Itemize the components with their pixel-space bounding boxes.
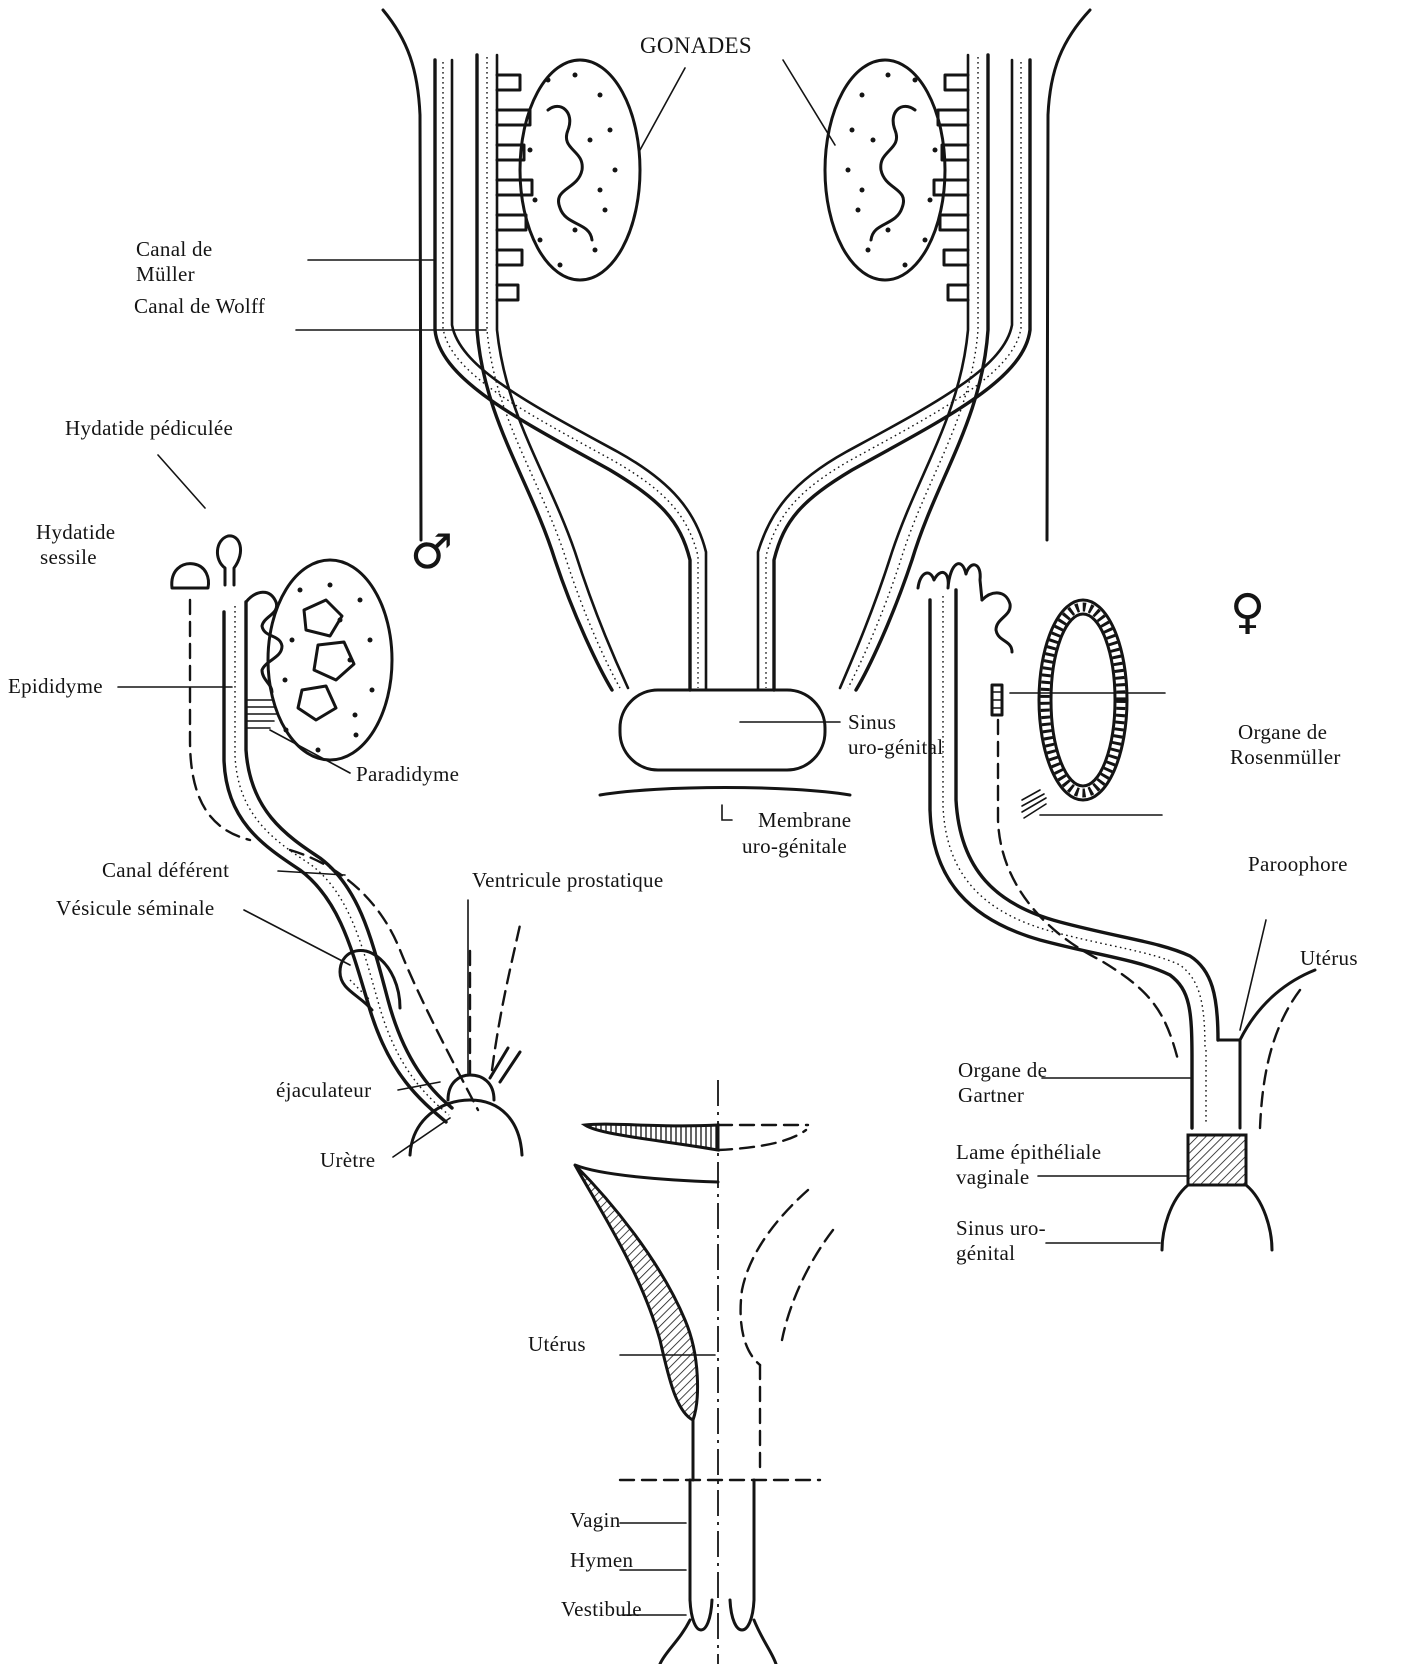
label-sinus-uro-genital-top-line2: uro-génital bbox=[848, 735, 943, 759]
muller-duct-left bbox=[435, 60, 690, 690]
label-vesicule-seminale: Vésicule séminale bbox=[56, 896, 214, 920]
muller-duct-left-lining bbox=[443, 62, 698, 688]
label-canal-deferent: Canal déférent bbox=[102, 858, 229, 882]
label-hymen: Hymen bbox=[570, 1548, 633, 1572]
testis bbox=[268, 560, 392, 760]
label-paradidyme: Paradidyme bbox=[356, 762, 459, 786]
wolff-duct-right-lining bbox=[848, 57, 978, 688]
label-vestibule: Vestibule bbox=[561, 1597, 642, 1621]
uterine-tube-outer bbox=[930, 600, 1192, 1128]
label-paroophore: Paroophore bbox=[1248, 852, 1348, 876]
mesonephric-tubules-right bbox=[934, 75, 968, 300]
paradidymis-hatch bbox=[246, 700, 276, 728]
indifferent-stage bbox=[296, 10, 1090, 820]
vaginal-plate bbox=[1188, 1135, 1246, 1185]
label-hydatide-sessile-line2: sessile bbox=[40, 545, 97, 569]
urethra-shape bbox=[410, 1100, 522, 1155]
urogenital-membrane bbox=[600, 788, 850, 796]
label-membrane-line2: uro-génitale bbox=[742, 834, 847, 858]
label-epididyme: Epididyme bbox=[8, 674, 103, 698]
label-organe-rosenmuller-line2: Rosenmüller bbox=[1230, 745, 1341, 769]
upper-wedge bbox=[585, 1124, 718, 1150]
urogenital-sinus-female bbox=[1162, 1185, 1188, 1250]
uterus-crescent bbox=[575, 1165, 698, 1420]
label-sinus-uro-genital-right-line1: Sinus uro- bbox=[956, 1216, 1046, 1240]
male-derivatives bbox=[118, 455, 522, 1157]
label-organe-gartner-line2: Gartner bbox=[958, 1083, 1024, 1107]
ovary bbox=[1039, 600, 1127, 800]
wolff-duct-left-inner bbox=[497, 55, 628, 688]
label-lame-epitheliale-line2: vaginale bbox=[956, 1165, 1030, 1189]
label-canal-muller-line2: Müller bbox=[136, 262, 195, 286]
label-uterus-right: Utérus bbox=[1300, 946, 1358, 970]
label-sinus-uro-genital-right-line2: génital bbox=[956, 1241, 1015, 1265]
label-hydatide-pediculee: Hydatide pédiculée bbox=[65, 416, 233, 440]
wolff-duct-left-lining bbox=[487, 57, 620, 688]
label-organe-gartner-line1: Organe de bbox=[958, 1058, 1047, 1082]
body-wall-right bbox=[1047, 10, 1090, 540]
vagina-section bbox=[575, 1080, 833, 1664]
label-uterus-bottom: Utérus bbox=[528, 1332, 586, 1356]
label-organe-rosenmuller-line1: Organe de bbox=[1238, 720, 1327, 744]
mesonephric-tubules-left bbox=[497, 75, 532, 300]
wolff-remnant-female bbox=[998, 720, 1178, 1060]
body-wall-left bbox=[383, 10, 421, 540]
urogenital-sinus bbox=[620, 690, 825, 770]
male-symbol: ♂ bbox=[410, 528, 453, 576]
paroophore-hatch bbox=[1022, 790, 1046, 818]
uterine-tube-lining bbox=[943, 596, 1205, 1050]
gonad-right bbox=[825, 60, 945, 280]
female-symbol: ♀ bbox=[1230, 588, 1265, 636]
gonad-left bbox=[520, 60, 640, 280]
label-ventricule-prostatique: Ventricule prostatique bbox=[472, 868, 663, 892]
label-uretre: Urètre bbox=[320, 1148, 375, 1172]
muller-duct-right bbox=[774, 60, 1030, 690]
hydatide-pediculee-shape bbox=[217, 536, 240, 585]
epididymis-outer bbox=[224, 612, 446, 1122]
label-sinus-uro-genital-top-line1: Sinus bbox=[848, 710, 896, 734]
label-hydatide-sessile-line1: Hydatide bbox=[36, 520, 115, 544]
label-canal-muller-line1: Canal de bbox=[136, 237, 212, 261]
hydatide-sessile-shape bbox=[172, 564, 209, 588]
label-vagin: Vagin bbox=[570, 1508, 621, 1532]
uterine-tube-fimbriae bbox=[918, 564, 982, 600]
seminal-vesicle bbox=[340, 950, 400, 1010]
label-membrane-line1: Membrane bbox=[758, 808, 851, 832]
wolff-duct-right-inner bbox=[840, 55, 968, 688]
label-canal-wolff: Canal de Wolff bbox=[134, 294, 265, 318]
label-ejaculateur: éjaculateur bbox=[276, 1078, 371, 1102]
appendix-dashed-male bbox=[190, 600, 250, 840]
label-gonades: GONADES bbox=[640, 34, 752, 58]
label-lame-epitheliale-line1: Lame épithéliale bbox=[956, 1140, 1101, 1164]
